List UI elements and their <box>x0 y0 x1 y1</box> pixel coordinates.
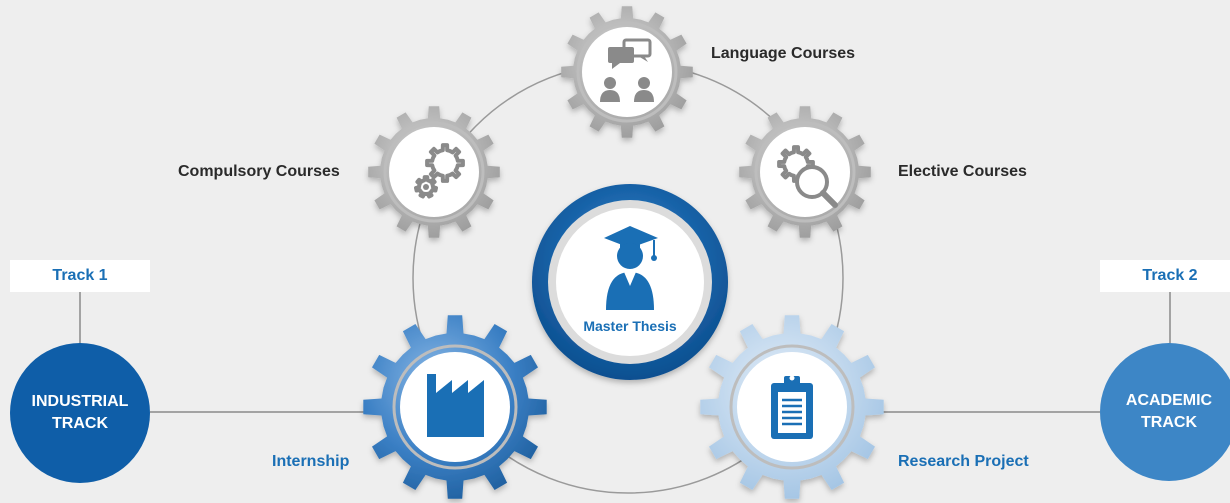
internship-label: Internship <box>272 453 350 470</box>
language-courses-gear <box>561 6 693 138</box>
track2-label-box: Track 2 <box>1100 260 1230 292</box>
academic-track-node: ACADEMIC TRACK <box>1100 343 1230 481</box>
compulsory-courses-label: Compulsory Courses <box>178 163 340 180</box>
academic-track-line1: ACADEMIC <box>1125 392 1213 409</box>
clipboard-icon <box>771 375 813 439</box>
track1-label-box: Track 1 <box>10 260 150 292</box>
industrial-track-line1: INDUSTRIAL <box>31 393 129 410</box>
industrial-track-node: INDUSTRIAL TRACK <box>10 343 150 483</box>
language-icon <box>600 38 654 102</box>
research-project-label: Research Project <box>898 453 1029 470</box>
graduate-icon <box>604 226 658 310</box>
language-courses-label: Language Courses <box>711 45 856 62</box>
elective-courses-label: Elective Courses <box>898 163 1027 180</box>
cog-magnifier-icon <box>777 145 838 208</box>
academic-track-line2: TRACK <box>1141 414 1197 431</box>
master-thesis-label: Master Thesis <box>583 318 677 334</box>
cogs-icon <box>414 143 465 199</box>
factory-icon <box>427 374 484 437</box>
industrial-track-line2: TRACK <box>52 415 108 432</box>
